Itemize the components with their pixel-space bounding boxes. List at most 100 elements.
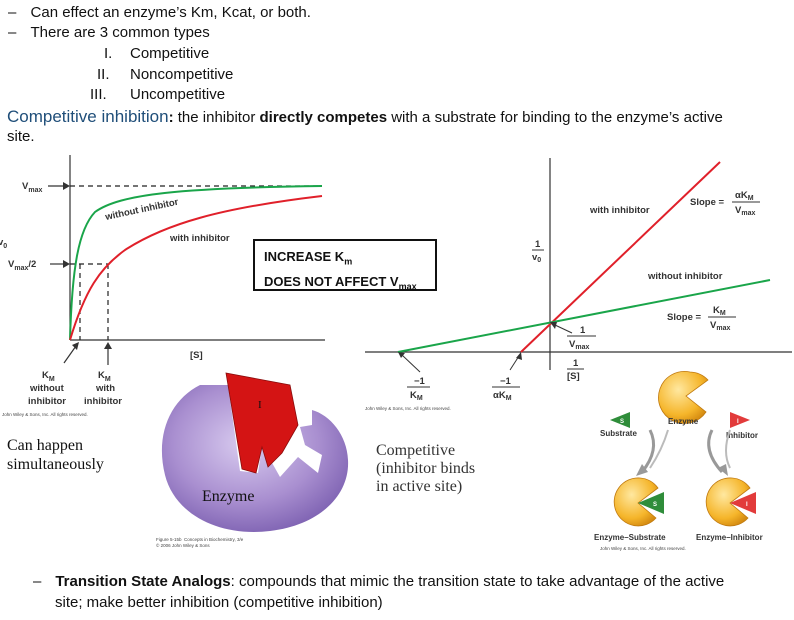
svg-text:1: 1 <box>573 358 579 369</box>
mm-km-without-line1: without <box>29 383 65 394</box>
svg-text:Vmax: Vmax <box>735 205 755 217</box>
bottom-dash: – <box>33 573 42 590</box>
mm-km-without-arrow <box>63 345 77 364</box>
enzyme-label: Enzyme <box>202 488 254 505</box>
callout-line1: INCREASE Km <box>264 249 353 267</box>
note-competitive-line3: in active site) <box>376 478 463 495</box>
mm-vmax-label: Vmax <box>22 181 42 194</box>
binding-schematic: Enzyme S Substrate I Inhibitor S I Enzym… <box>594 371 763 551</box>
mm-km-without-symbol: KM <box>42 370 55 383</box>
bottom-bullet: –Transition State Analogs: compounds tha… <box>33 573 724 591</box>
note-simultaneous-line2: simultaneously <box>7 456 104 473</box>
svg-text:−1: −1 <box>500 376 512 387</box>
mm-copyright: John Wiley & Sons, Inc. All rights reser… <box>2 412 88 417</box>
svg-text:1: 1 <box>535 239 541 250</box>
lb-with-inhibitor-label: with inhibitor <box>589 205 650 216</box>
es-letter: S <box>653 502 657 508</box>
mm-km-with-line2: inhibitor <box>84 396 122 407</box>
svg-text:v0: v0 <box>532 252 541 264</box>
schematic-es-label: Enzyme–Substrate <box>594 533 666 542</box>
lb-yint-arrowhead <box>550 322 557 329</box>
lineweaver-burk-plot: 1 v0 1 [S] 1 Vmax −1 KM −1 αKM with inhi… <box>365 158 792 411</box>
lb-xint1-arrow <box>401 354 421 373</box>
note-competitive: Competitive (inhibitor binds in active s… <box>376 442 475 496</box>
schematic-copyright: John Wiley & Sons, Inc. All rights reser… <box>600 546 686 551</box>
mm-vhalf-label: Vmax/2 <box>8 259 36 272</box>
svg-text:1: 1 <box>580 325 586 336</box>
type-number: III. <box>90 86 107 103</box>
mm-vmax-arrowhead <box>63 182 70 190</box>
mm-without-inhibitor-label: without inhibitor <box>103 197 179 223</box>
mm-v0-label: v0 <box>0 237 7 250</box>
bottom-text: : compounds that mimic the transition st… <box>230 573 725 590</box>
svg-text:Vmax: Vmax <box>569 339 589 351</box>
definition-pre: the inhibitor <box>173 109 260 126</box>
callout-line2: DOES NOT AFFECT Vmax <box>264 273 417 292</box>
type-label: Uncompetitive <box>130 86 226 103</box>
svg-text:KM: KM <box>713 305 726 317</box>
competitive-definition: Competitive inhibition: the inhibitor di… <box>7 107 723 128</box>
schematic-ei-label: Enzyme–Inhibitor <box>696 533 763 542</box>
schematic-inhibitor-label: Inhibitor <box>726 431 758 440</box>
note-competitive-line2: (inhibitor binds <box>376 460 476 477</box>
callout-box: INCREASE Km DOES NOT AFFECT Vmax <box>253 239 437 291</box>
schematic-substrate-label: Substrate <box>600 429 637 438</box>
note-simultaneous-line1: Can happen <box>7 437 83 454</box>
lb-yint-label: 1 Vmax <box>567 325 596 351</box>
mm-km-without-arrowhead <box>72 342 79 350</box>
lb-xint1-arrowhead <box>398 352 405 358</box>
lb-xint2-label: −1 αKM <box>492 376 520 402</box>
competitive-definition-line2: site. <box>7 128 35 145</box>
inhibitor-shape <box>225 372 299 474</box>
lb-line-with-inhibitor <box>520 161 721 353</box>
svg-text:KM: KM <box>410 390 423 402</box>
lb-slope-without: Slope = KM Vmax <box>667 305 736 332</box>
note-simultaneous: Can happen simultaneously <box>7 436 104 474</box>
mm-s-axis-label: [S] <box>190 350 203 361</box>
schematic-enzyme-label: Enzyme <box>668 417 699 426</box>
lb-without-inhibitor-label: without inhibitor <box>647 271 723 282</box>
bullet-dash: – <box>8 4 17 21</box>
bullet-text: Can effect an enzyme’s Km, Kcat, or both… <box>30 4 311 21</box>
mm-vhalf-arrowhead <box>63 260 70 268</box>
svg-text:Vmax: Vmax <box>710 320 730 332</box>
bullet-2: – There are 3 common types <box>8 24 210 42</box>
svg-text:αKM: αKM <box>493 390 512 402</box>
type-number: II. <box>97 66 110 83</box>
type-label: Competitive <box>130 45 210 62</box>
svg-text:Slope =: Slope = <box>690 197 725 208</box>
svg-text:−1: −1 <box>414 376 426 387</box>
mm-km-without-line2: inhibitor <box>28 396 66 407</box>
bullet-dash: – <box>8 24 17 41</box>
bullet-text: There are 3 common types <box>30 24 210 41</box>
lb-xint1-label: −1 KM <box>407 376 430 402</box>
svg-text:Slope =: Slope = <box>667 312 702 323</box>
enzyme-shape <box>161 385 349 532</box>
type-item-2: II. Noncompetitive <box>97 66 233 84</box>
svg-text:αKM: αKM <box>735 190 754 202</box>
substrate-letter: S <box>620 419 624 425</box>
lb-yint-arrow <box>554 324 573 334</box>
svg-text:[S]: [S] <box>567 371 580 382</box>
figure-caption-1: Figure 5-15b Concepts in Biochemistry, 3… <box>156 537 244 542</box>
michaelis-menten-plot: Vmax Vmax/2 v0 without inhibitor with in… <box>0 155 325 417</box>
ei-letter: I <box>746 502 748 508</box>
type-number: I. <box>104 45 113 62</box>
type-label: Noncompetitive <box>130 66 234 83</box>
type-item-3: III. Uncompetitive <box>90 86 225 104</box>
bullet-1: – Can effect an enzyme’s Km, Kcat, or bo… <box>8 4 311 22</box>
definition-post: with a substrate for binding to the enzy… <box>387 109 723 126</box>
schematic-inhibitor <box>730 412 750 428</box>
enzyme-inhibitor-figure: I Enzyme Figure 5-15b Concepts in Bioche… <box>156 372 349 548</box>
lb-y-label: 1 v0 <box>532 239 544 264</box>
mm-km-with-symbol: KM <box>98 370 111 383</box>
mm-with-inhibitor-label: with inhibitor <box>169 233 230 244</box>
note-competitive-line1: Competitive <box>376 442 456 459</box>
bottom-bullet-line2: site; make better inhibition (competitiv… <box>55 594 383 611</box>
schematic-enzyme <box>658 371 709 424</box>
bottom-bold: Transition State Analogs <box>55 573 231 590</box>
mm-curve-without-inhibitor <box>69 185 323 341</box>
inhibitor-letter: I <box>258 399 262 411</box>
heading-colon: : <box>168 109 174 126</box>
schematic-enzyme-inhibitor <box>705 477 751 527</box>
